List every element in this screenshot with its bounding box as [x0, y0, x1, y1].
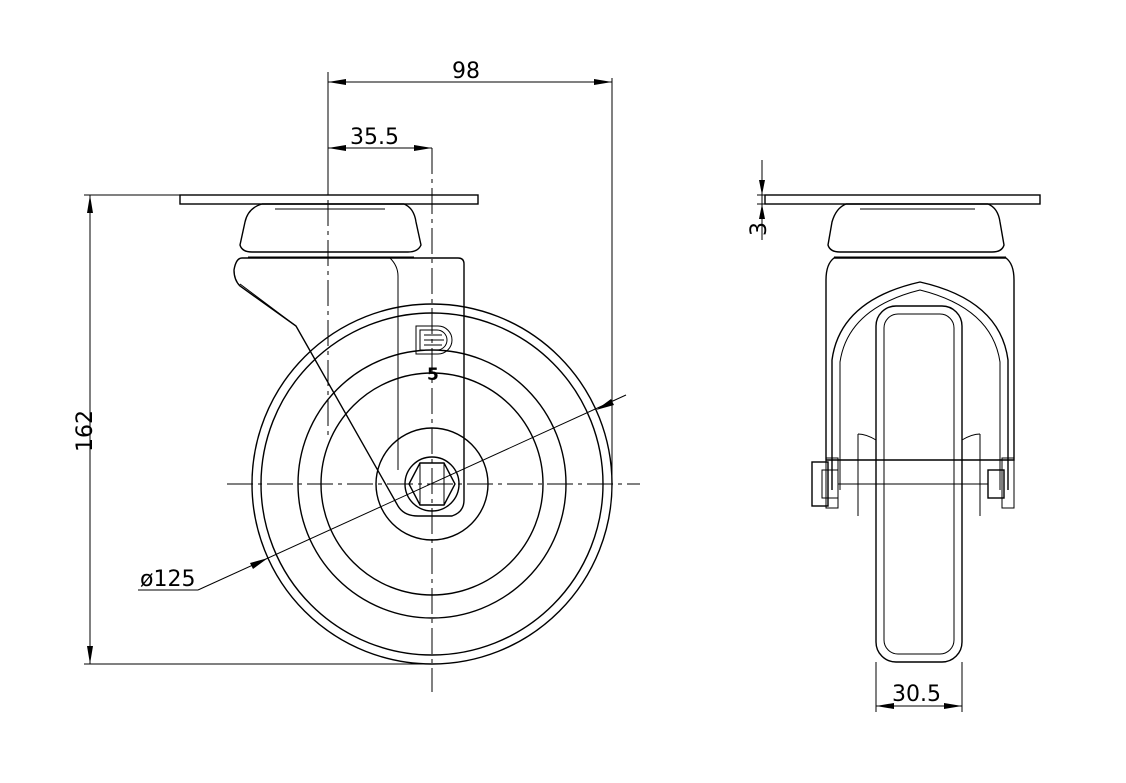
dim-wheel-diameter: ø125: [138, 394, 627, 592]
svg-text:35.5: 35.5: [350, 125, 399, 150]
fork-side: [825, 257, 1015, 461]
svg-text:30.5: 30.5: [892, 682, 941, 707]
swivel-head-side: [827, 203, 1005, 253]
top-plate-front: [179, 194, 479, 205]
swivel-head-front: [239, 203, 422, 253]
svg-text:98: 98: [452, 59, 480, 84]
front-view: 5: [179, 148, 640, 692]
dim-offset: 35.5: [328, 125, 432, 151]
svg-text:3: 3: [747, 222, 772, 236]
svg-text:162: 162: [73, 410, 98, 452]
dim-overall-width: 98: [327, 59, 613, 484]
dim-wheel-width: 30.5: [875, 662, 963, 712]
dim-plate-thickness: 3: [747, 160, 772, 240]
size-marking: 5: [427, 365, 439, 385]
fork-front: [233, 257, 465, 517]
axle-nut-left: [811, 461, 829, 507]
side-view: [764, 194, 1041, 663]
top-plate-side: [764, 194, 1041, 205]
svg-text:ø125: ø125: [140, 567, 195, 592]
dim-height: 162: [73, 194, 432, 665]
logo-mark: [415, 325, 453, 355]
